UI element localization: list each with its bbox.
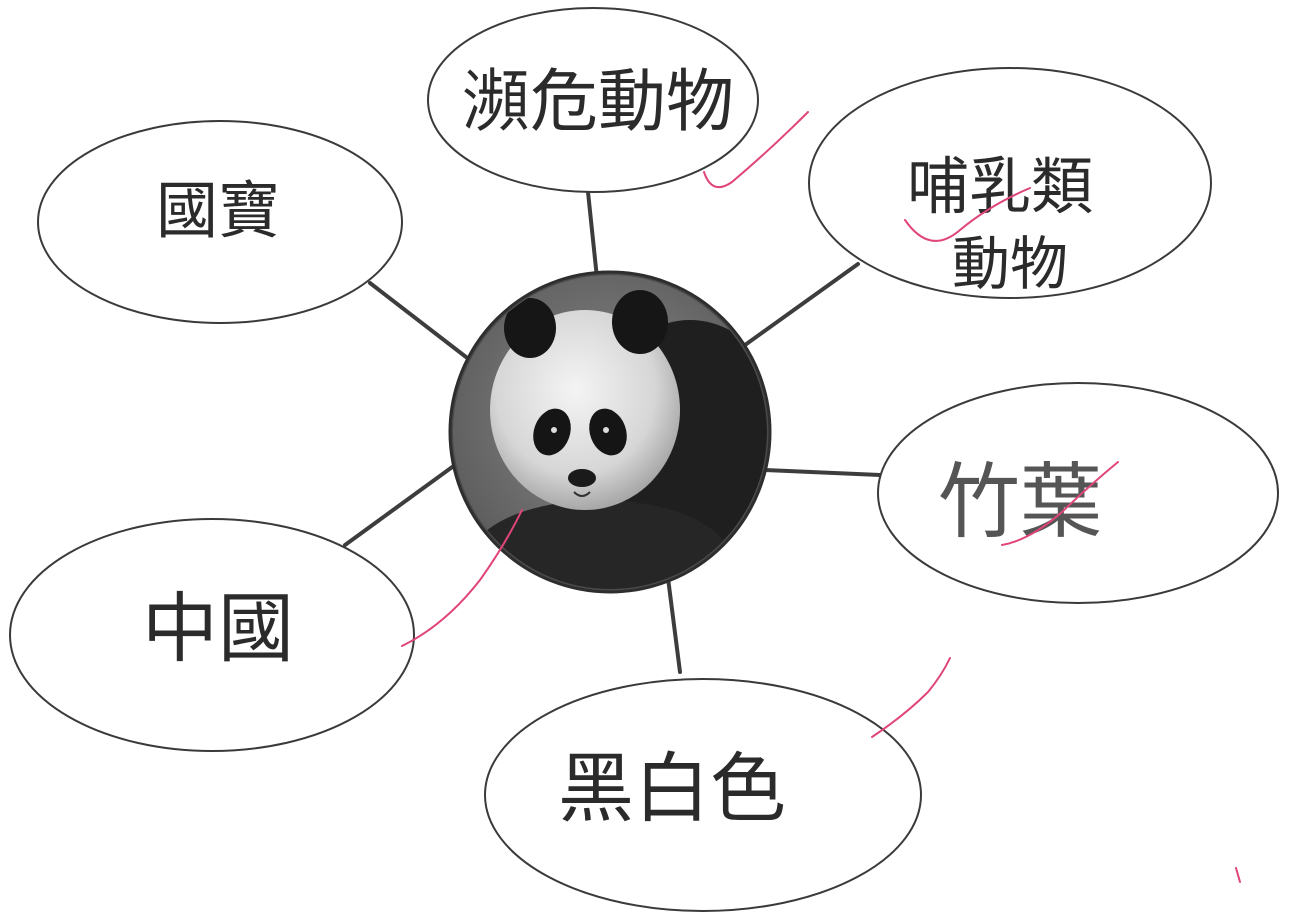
bubble-upper-right: 哺乳類 動物 — [808, 67, 1212, 299]
bubble-right: 竹葉 — [877, 382, 1279, 604]
bubble-top: 瀕危動物 — [427, 7, 759, 193]
connector-lower-left — [343, 463, 457, 547]
bubble-bottom: 黑白色 — [484, 678, 922, 912]
connector-upper-left — [368, 281, 468, 359]
connector-top — [586, 190, 599, 280]
panda-photo — [448, 270, 772, 594]
check-marks — [401, 111, 1241, 883]
check-mark-icon — [1235, 867, 1241, 883]
bubble-upper-right-line2: 動物 — [952, 230, 1068, 298]
connector-bottom — [666, 576, 682, 674]
check-mark-icon — [1001, 461, 1119, 546]
bubble-lower-left-text: 中國 — [142, 584, 294, 673]
bubble-right-text: 竹葉 — [938, 455, 1102, 550]
bubble-upper-left: 國寶 — [37, 120, 403, 324]
connectors — [343, 190, 882, 674]
connector-right — [763, 468, 882, 477]
check-mark-icon — [401, 509, 523, 647]
bubble-bottom-text: 黑白色 — [558, 744, 786, 833]
connector-upper-right — [743, 262, 860, 347]
check-mark-icon — [904, 187, 1031, 242]
check-mark-icon — [871, 657, 951, 738]
bubble-upper-left-text: 國寶 — [156, 174, 280, 247]
bubble-lower-left: 中國 — [9, 518, 415, 752]
bubble-top-text: 瀕危動物 — [462, 63, 734, 142]
check-mark-icon — [703, 111, 809, 189]
bubble-upper-right-line1: 哺乳類 — [907, 150, 1093, 223]
